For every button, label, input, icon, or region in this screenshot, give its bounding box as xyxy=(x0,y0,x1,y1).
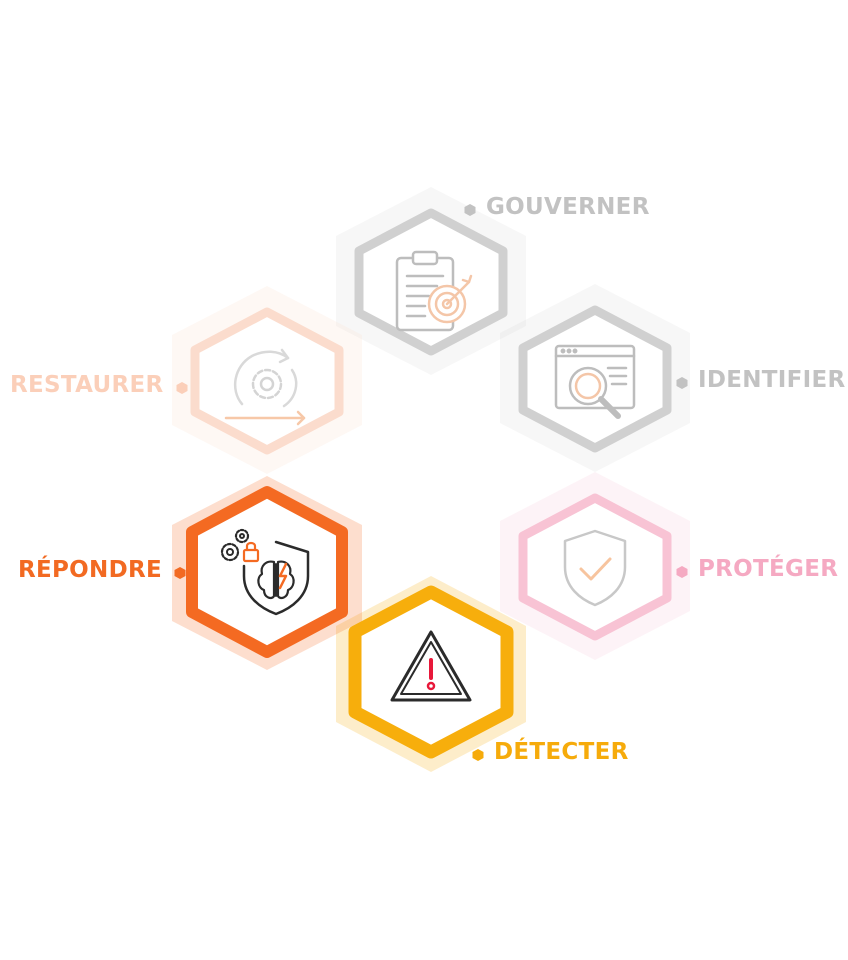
bullet-detecter xyxy=(472,746,484,761)
shield-brain-gears-icon xyxy=(216,522,316,626)
warning-triangle-icon xyxy=(388,626,474,712)
bullet-identifier xyxy=(676,374,688,389)
hex-gouverner xyxy=(332,183,530,379)
label-proteger: PROTÉGER xyxy=(698,556,839,582)
label-repondre: RÉPONDRE xyxy=(18,557,162,583)
label-restaurer: RESTAURER xyxy=(10,372,164,398)
shield-check-icon xyxy=(555,527,635,613)
bullet-gouverner xyxy=(464,201,476,216)
hex-proteger xyxy=(496,468,694,664)
hex-repondre xyxy=(168,472,366,674)
bullet-repondre xyxy=(174,564,186,579)
gear-cycle-arrows-icon xyxy=(222,340,312,434)
label-detecter: DÉTECTER xyxy=(494,739,629,765)
clipboard-target-icon xyxy=(389,248,477,340)
label-identifier: IDENTIFIER xyxy=(698,367,846,393)
bullet-proteger xyxy=(676,563,688,578)
browser-magnifier-icon xyxy=(552,340,640,432)
bullet-restaurer xyxy=(176,379,188,394)
label-gouverner: GOUVERNER xyxy=(486,194,650,220)
